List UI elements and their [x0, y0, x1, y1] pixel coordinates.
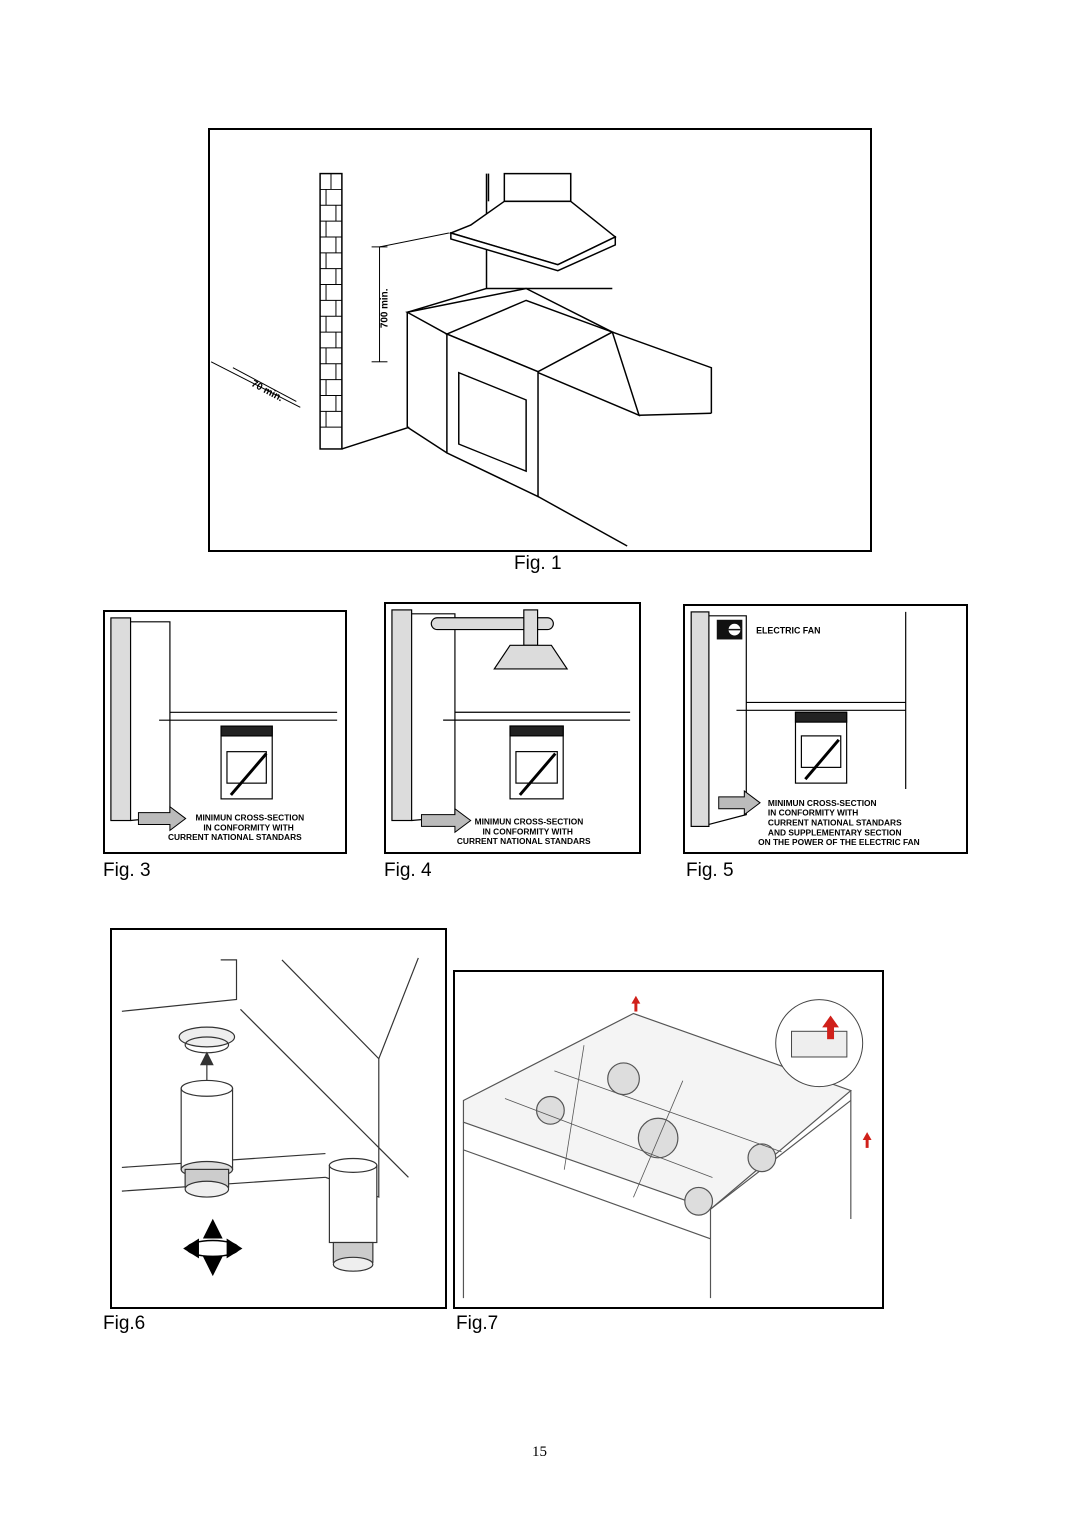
note-line-3: CURRENT NATIONAL STANDARS — [457, 836, 591, 846]
note-line-1: MINIMUN CROSS-SECTION — [475, 816, 584, 826]
figure-1-frame: 700 min. 70 min. — [208, 128, 872, 552]
note-line-1: MINIMUN CROSS-SECTION — [768, 798, 877, 808]
figure-5-caption: Fig. 5 — [686, 860, 734, 881]
note-line-1: MINIMUN CROSS-SECTION — [195, 813, 304, 823]
figure-7-frame — [453, 970, 884, 1309]
note-line-3: CURRENT NATIONAL STANDARS — [168, 832, 302, 842]
dimension-700-min-label: 700 min. — [379, 288, 390, 328]
figure-4-caption: Fig. 4 — [384, 860, 432, 881]
figure-5-frame: ELECTRIC FAN MINIMUN CROSS-SECTION IN CO… — [683, 604, 968, 854]
brick-wall — [319, 172, 410, 450]
figure-1-caption: Fig. 1 — [514, 553, 562, 574]
electric-fan-icon — [716, 619, 743, 640]
note-line-2: IN CONFORMITY WITH — [768, 808, 858, 818]
figure-3-frame: MINIMUN CROSS-SECTION IN CONFORMITY WITH… — [103, 610, 347, 854]
detail-callout — [775, 999, 864, 1088]
up-arrow-red-icon — [631, 995, 872, 1148]
figure-1-kitchen-illustration: 700 min. 70 min. — [210, 172, 713, 547]
note-line-2: IN CONFORMITY WITH — [482, 826, 572, 836]
figure-3-caption: Fig. 3 — [103, 860, 151, 881]
figure-6-caption: Fig.6 — [103, 1313, 146, 1334]
figure-6-leg-adjustment-illustration — [121, 957, 419, 1277]
figure-6-frame — [110, 928, 447, 1309]
airflow-arrow-icon — [718, 790, 761, 816]
dimension-70-min-label: 70 min. — [249, 379, 284, 405]
note-line-4: AND SUPPLEMENTARY SECTION — [768, 827, 902, 837]
kitchen-structure — [210, 172, 713, 547]
figure-4-illustration: MINIMUN CROSS-SECTION IN CONFORMITY WITH… — [391, 609, 631, 846]
figure-5-illustration: ELECTRIC FAN MINIMUN CROSS-SECTION IN CO… — [690, 611, 920, 847]
figure-3-illustration: MINIMUN CROSS-SECTION IN CONFORMITY WITH… — [110, 617, 338, 842]
airflow-arrow-icon — [137, 805, 187, 832]
note-line-5: ON THE POWER OF THE ELECTRIC FAN — [758, 837, 920, 847]
page-number: 15 — [532, 1444, 547, 1460]
figure-7-cooktop-illustration — [462, 995, 872, 1299]
note-line-2: IN CONFORMITY WITH — [203, 822, 293, 832]
electric-fan-label: ELECTRIC FAN — [756, 626, 820, 636]
figure-4-frame: MINIMUN CROSS-SECTION IN CONFORMITY WITH… — [384, 602, 641, 854]
figure-7-caption: Fig.7 — [456, 1313, 499, 1334]
airflow-arrow-icon — [420, 807, 472, 834]
note-line-3: CURRENT NATIONAL STANDARS — [768, 817, 902, 827]
adjust-arrows-icon — [183, 1218, 243, 1277]
